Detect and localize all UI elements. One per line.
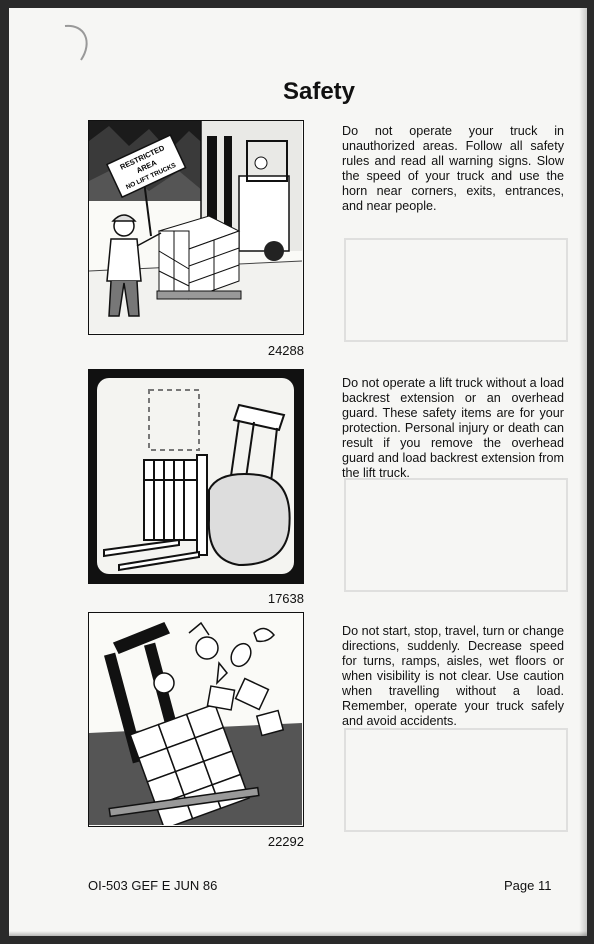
- binder-hole-mark: [64, 24, 88, 61]
- forklift-guard-drawing: [103, 389, 291, 572]
- safety-text-2: Do not operate a lift truck without a lo…: [342, 376, 564, 480]
- footer-page-number: Page 11: [504, 878, 552, 893]
- footer-doc-code: OI-503 GEF E JUN 86: [88, 878, 218, 893]
- illustration-restricted-area: RESTRICTED AREA NO LIFT TRUCKS: [88, 120, 304, 335]
- bleed-through-shadow: [344, 478, 568, 592]
- safety-text-1: Do not operate your truck in unauthorize…: [342, 124, 564, 213]
- bleed-through-shadow: [344, 238, 568, 342]
- illustration-overhead-guard: [88, 369, 304, 584]
- figure-number-3: 22292: [267, 834, 304, 849]
- tipping-forklift-drawing: [104, 621, 285, 825]
- figure-number-2: 17638: [267, 591, 304, 606]
- pallet-boxes: [156, 215, 242, 300]
- restricted-area-sign: RESTRICTED AREA NO LIFT TRUCKS: [105, 133, 187, 237]
- worker-figure: [106, 214, 162, 317]
- page-edge-shadow: [579, 8, 587, 936]
- forklift-drawing: [207, 136, 290, 261]
- page-bottom-shadow: [9, 931, 587, 936]
- page-title: Safety: [282, 78, 356, 105]
- manual-page: Safety RESTRICTED AREA NO LIFT TRUCKS: [9, 8, 587, 936]
- figure-number-1: 24288: [267, 343, 304, 358]
- illustration-sudden-stop: [88, 612, 304, 827]
- bleed-through-shadow: [344, 728, 568, 832]
- safety-text-3: Do not start, stop, travel, turn or chan…: [342, 624, 564, 728]
